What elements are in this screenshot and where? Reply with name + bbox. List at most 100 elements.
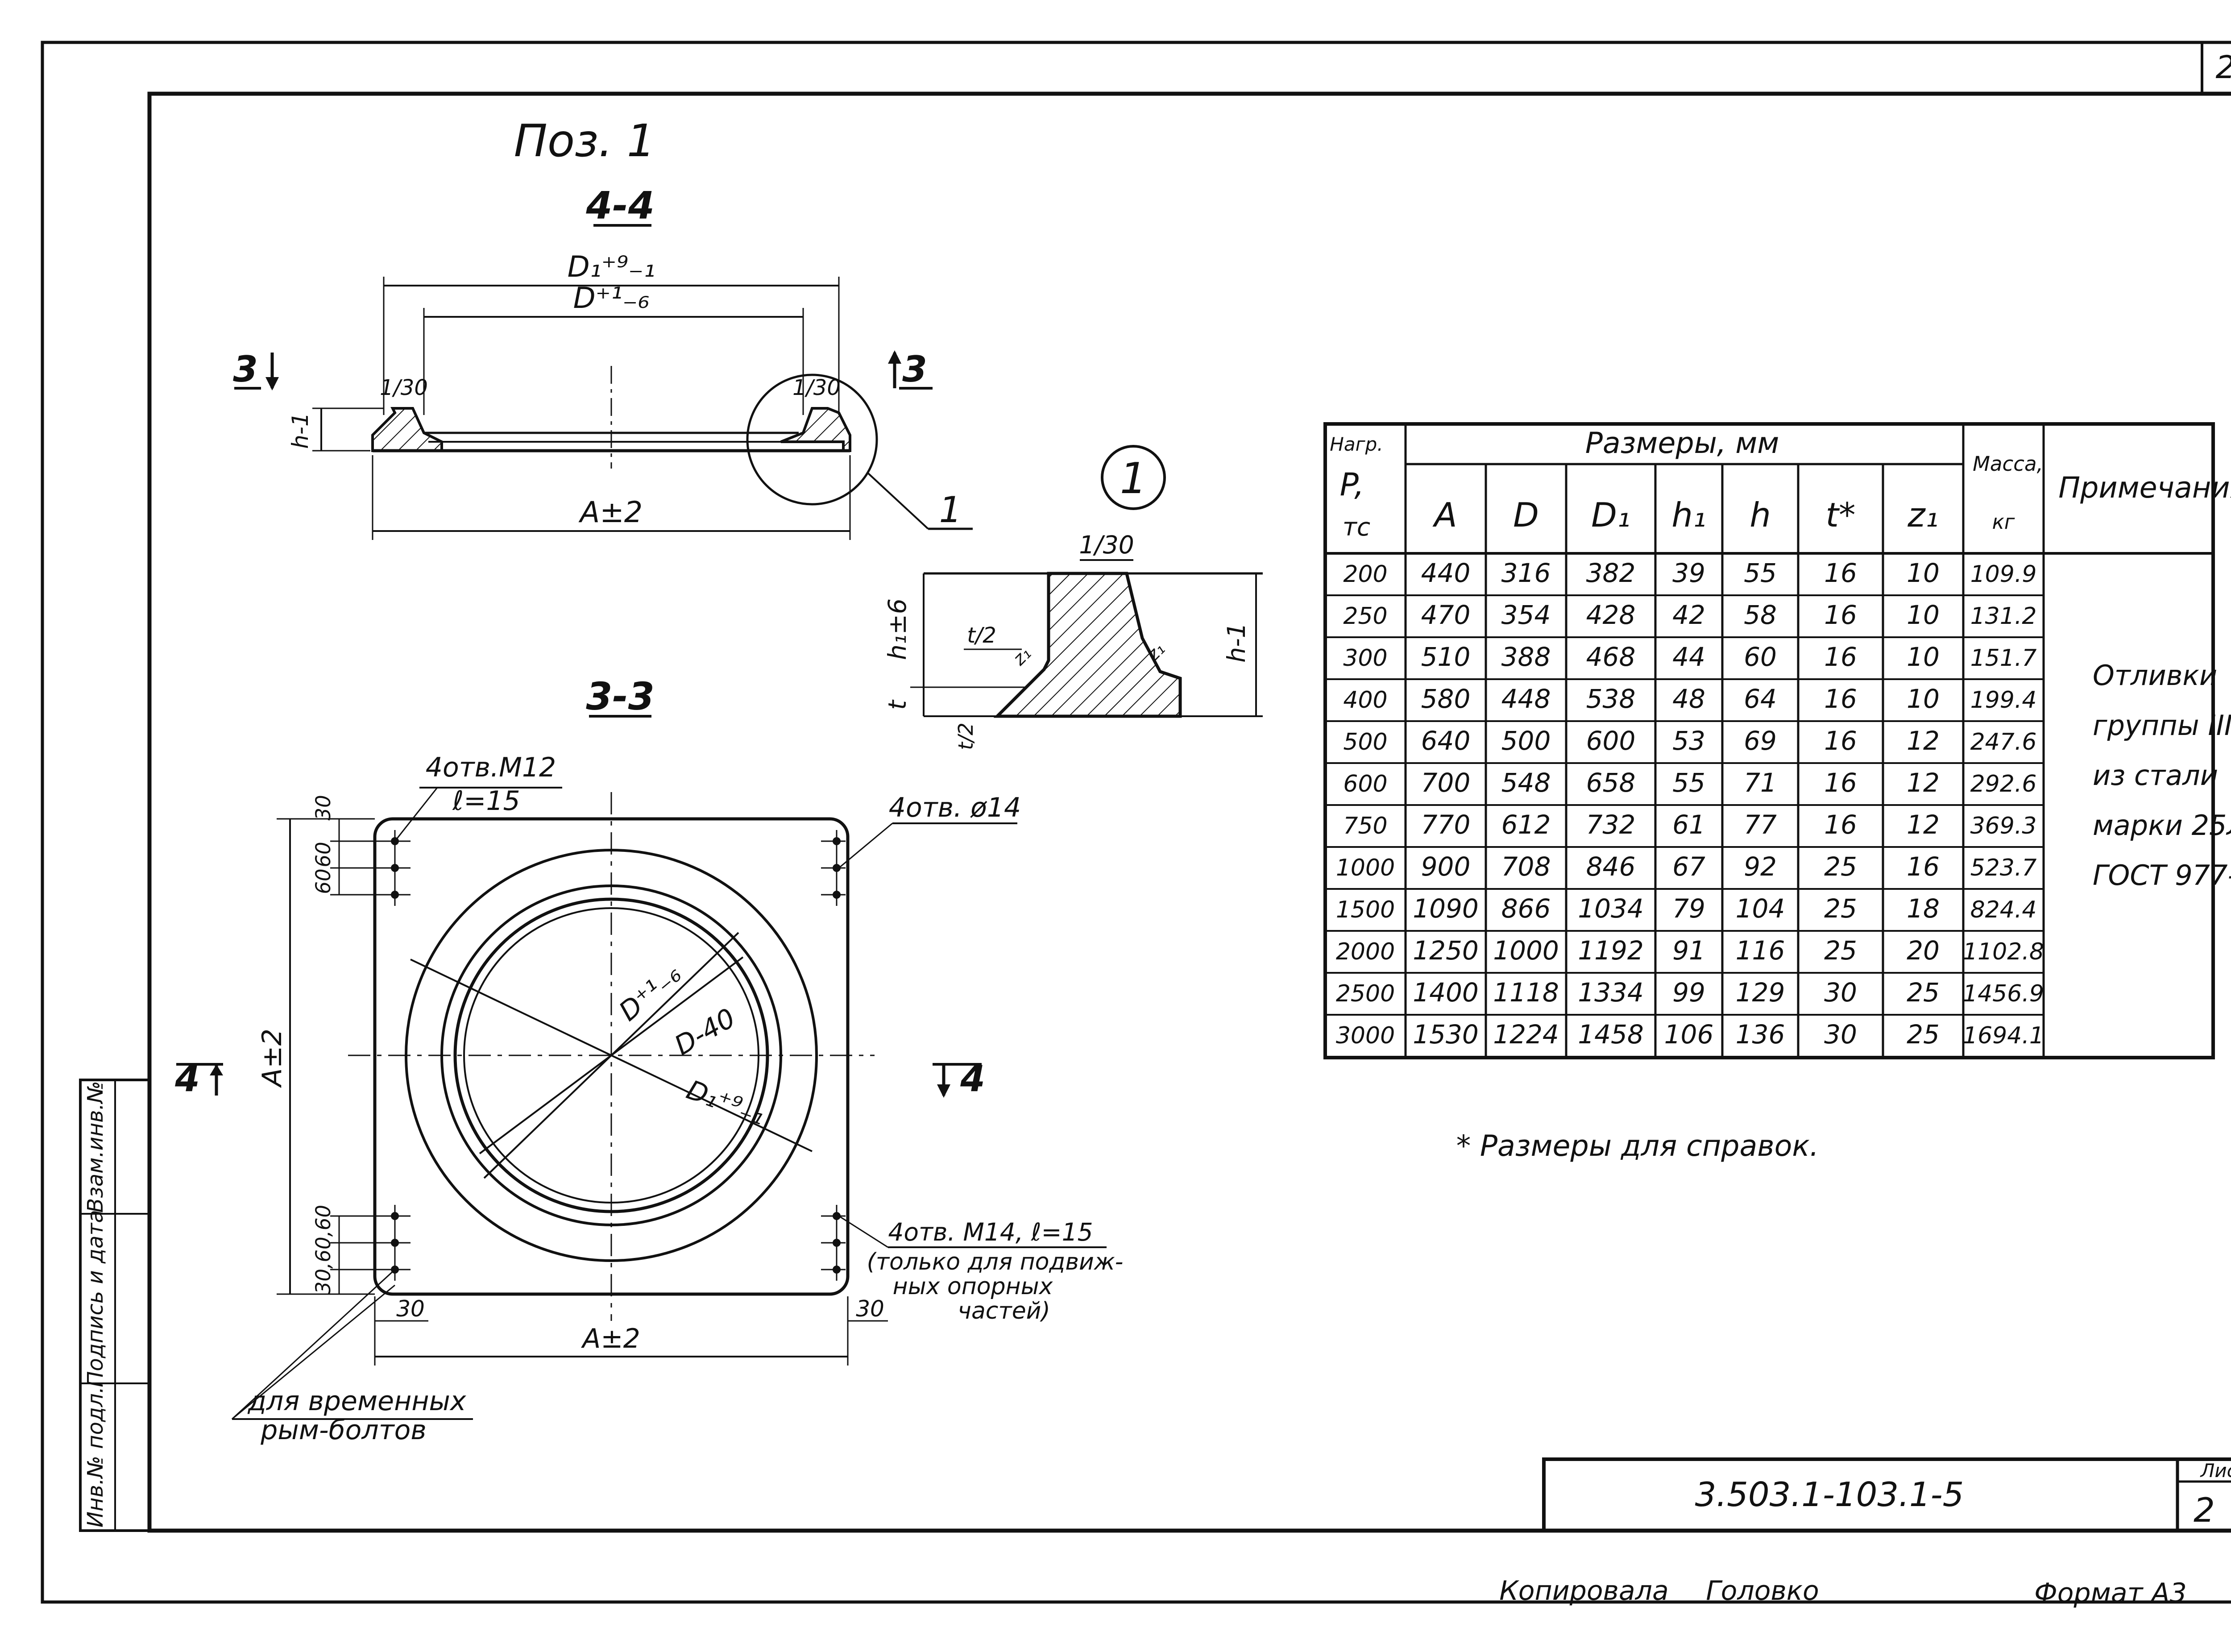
table-col-header: A [1432, 495, 1457, 535]
table-cell: 25 [1907, 1019, 1940, 1050]
ring-profile-left [371, 407, 443, 452]
table-cell: 1458 [1578, 1019, 1644, 1050]
cut-marker-right: 3 [902, 349, 927, 390]
table-cell: 18 [1907, 893, 1940, 924]
table-cell: 55 [1744, 558, 1777, 588]
table-cell: 1000 [1493, 935, 1559, 966]
side-stamp-vzam: Взам.инв.№ [83, 1081, 108, 1212]
detail-callout-number: 1 [939, 489, 962, 531]
table-cell: 1102.8 [1963, 938, 2044, 965]
table-cell: 640 [1421, 726, 1471, 756]
table-cell: 316 [1501, 558, 1551, 588]
table-cell: 10 [1907, 558, 1940, 588]
table-cell: 10 [1907, 642, 1940, 672]
holes-right-bottom [821, 1205, 846, 1281]
plan-dim-bottom: 30,60,60 [311, 1205, 335, 1294]
table-cell: 750 [1343, 813, 1387, 839]
table-cell: 60 [1744, 642, 1777, 672]
dimensions-table: Нагр. P, тс Размеры, мм Масса, кг Примеч… [1323, 422, 2231, 1059]
table-cell: 53 [1672, 726, 1705, 756]
table-cell: 247.6 [1970, 729, 2037, 755]
table-note-line: Отливки [2093, 659, 2217, 692]
table-cell: 500 [1343, 729, 1387, 755]
table-cell: 69 [1744, 726, 1777, 756]
plan-dim-d40: D-40 [669, 1002, 741, 1062]
table-cell: 71 [1744, 768, 1777, 798]
table-cell: 25 [1907, 977, 1940, 1008]
ring-profile-right [780, 407, 851, 452]
copier-name: Головко [1706, 1575, 1819, 1606]
table-col-header: h [1750, 495, 1771, 535]
table-cell: 600 [1586, 726, 1636, 756]
table-cell: 250 [1343, 603, 1387, 630]
table-col-header: z₁ [1907, 495, 1938, 535]
table-cell: 510 [1421, 642, 1471, 672]
detail-t2-lower: t/2 [954, 722, 978, 750]
note-holes-m14: 4отв. M14, ℓ=15 [888, 1218, 1093, 1246]
table-col-header: h₁ [1671, 495, 1706, 535]
detail-radius-1: z₁ [1009, 643, 1035, 669]
plan-dim-60b: 60 [311, 868, 335, 894]
detail-t: t [883, 699, 912, 710]
outer-circle [405, 849, 818, 1262]
dim-a-label: A±2 [578, 496, 643, 529]
table-cell: 846 [1586, 851, 1636, 882]
sheet-number: 2 [2194, 1490, 2215, 1530]
table-cell: 67 [1672, 851, 1705, 882]
table-cell: 199.4 [1970, 687, 2037, 714]
table-cell: 388 [1501, 642, 1551, 672]
page-number: 22 [2215, 49, 2231, 86]
table-cell: 382 [1586, 558, 1636, 588]
detail-callout-circle [746, 374, 878, 506]
table-cell: 12 [1907, 726, 1940, 756]
table-cell: 548 [1501, 768, 1551, 798]
table-cell: 109.9 [1970, 561, 2037, 588]
table-cell: 428 [1586, 600, 1636, 630]
table-cell: 104 [1736, 893, 1785, 924]
footnote: * Размеры для справок. [1456, 1129, 1819, 1163]
note-holes-m14-line2: ных опорных [893, 1273, 1053, 1300]
table-cell: 16 [1824, 558, 1857, 588]
th-sizes: Размеры, мм [1585, 427, 1779, 460]
table-cell: 700 [1421, 768, 1471, 798]
slope-right: 1/30 [792, 375, 841, 400]
table-cell: 500 [1501, 726, 1551, 756]
table-cell: 866 [1501, 893, 1551, 924]
table-cell: 25 [1824, 851, 1857, 882]
table-cell: 30 [1824, 977, 1857, 1008]
table-cell: 2000 [1336, 938, 1395, 965]
table-cell: 523.7 [1970, 855, 2037, 881]
table-col-header: D₁ [1591, 495, 1630, 535]
table-cell: 12 [1907, 768, 1940, 798]
table-cell: 131.2 [1970, 603, 2037, 630]
table-cell: 1500 [1336, 897, 1395, 923]
plan-3-3: 3-3 D⁺¹₋₆ D-40 D₁⁺⁹₋₁ [174, 675, 1123, 1446]
table-cell: 3000 [1336, 1022, 1395, 1049]
th-load-2: P, [1340, 466, 1364, 503]
table-note-line: марки 25Л [2093, 809, 2231, 842]
note-holes-d14: 4отв. ø14 [889, 792, 1021, 823]
note-temp-bolts-line1: для временных [248, 1386, 466, 1417]
doc-number: 3.503.1-103.1-5 [1695, 1475, 1964, 1514]
table-cell: 16 [1824, 768, 1857, 798]
detail-h1: h₁±6 [883, 598, 912, 660]
table-cell: 1530 [1413, 1019, 1479, 1050]
outer-frame [41, 41, 2231, 1604]
plan-dim-a-horizontal: A±2 [581, 1323, 640, 1354]
table-cell: 292.6 [1970, 771, 2037, 797]
page-corner: 22 [2201, 42, 2231, 94]
table-cell: 770 [1421, 809, 1471, 840]
table-cell: 16 [1824, 809, 1857, 840]
table-cell: 900 [1421, 851, 1471, 882]
detail-marker-number: 1 [1120, 454, 1147, 503]
table-cell: 10 [1907, 684, 1940, 714]
table-cell: 600 [1343, 771, 1387, 797]
table-cell: 1456.9 [1963, 980, 2044, 1007]
